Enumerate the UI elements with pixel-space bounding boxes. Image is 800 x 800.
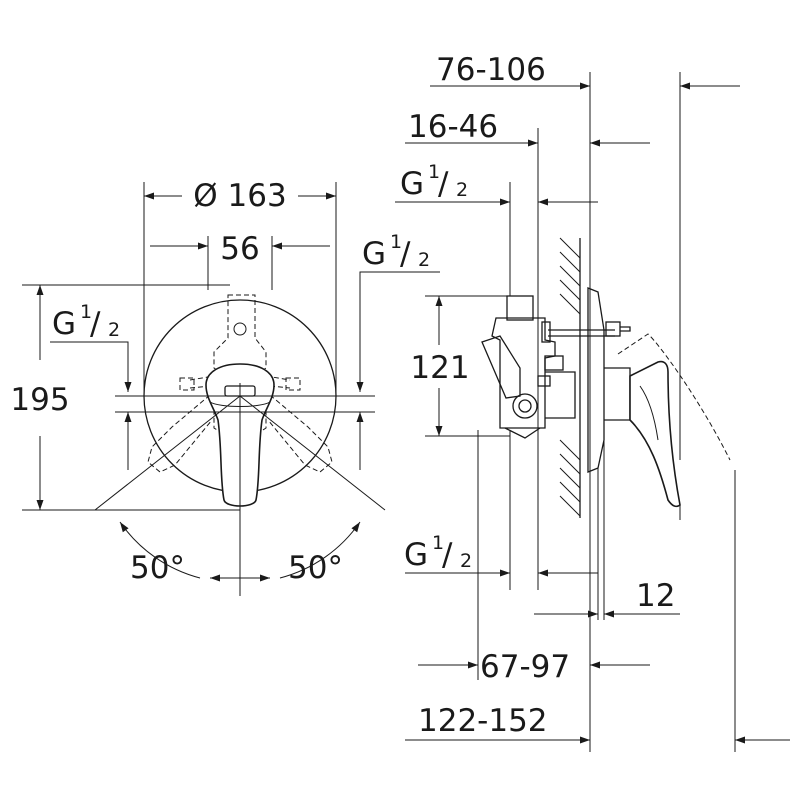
label-diameter: Ø 163 <box>193 178 286 214</box>
label-right-connection: G <box>362 236 386 272</box>
label-right-connection-num: 1 <box>390 231 402 253</box>
label-side-bottom-connection-slash: / <box>442 537 453 573</box>
label-angle-left: 50° <box>130 550 185 586</box>
label-left-connection-num: 1 <box>80 301 92 323</box>
wall-section <box>559 237 581 518</box>
label-depth-4: 122-152 <box>418 703 548 739</box>
label-angle-right: 50° <box>288 550 343 586</box>
label-right-connection-den: 2 <box>418 249 430 271</box>
label-side-top-connection-num: 1 <box>428 161 440 183</box>
label-offset: 12 <box>636 578 675 614</box>
valve-body <box>481 295 631 439</box>
label-depth-3: 67-97 <box>480 649 570 685</box>
dim-right-connection <box>240 271 440 470</box>
dim-body-height <box>425 295 510 437</box>
label-left-connection: G <box>52 306 76 342</box>
label-height: 195 <box>10 382 69 418</box>
dim-angles <box>94 395 386 582</box>
label-side-top-connection-slash: / <box>438 166 449 202</box>
side-handle <box>604 333 731 508</box>
label-side-top-connection-den: 2 <box>456 179 468 201</box>
label-side-bottom-connection: G <box>404 537 428 573</box>
label-depth-2: 16-46 <box>408 109 498 145</box>
dim-height <box>22 284 240 511</box>
side-view <box>395 72 790 752</box>
label-center-distance: 56 <box>220 231 259 267</box>
label-right-connection-slash: / <box>400 236 411 272</box>
dim-diameter <box>143 182 337 396</box>
label-body-height: 121 <box>410 350 469 386</box>
dim-center-distance <box>150 236 330 290</box>
label-depth-1: 76-106 <box>436 52 546 88</box>
label-left-connection-slash: / <box>90 306 101 342</box>
front-view <box>22 182 440 596</box>
label-side-bottom-connection-den: 2 <box>460 550 472 572</box>
label-side-bottom-connection-num: 1 <box>432 532 444 554</box>
label-left-connection-den: 2 <box>108 319 120 341</box>
label-side-top-connection: G <box>400 166 424 202</box>
labels: Ø 163 56 195 G 1 / 2 G 1 / 2 50° 50° 76-… <box>10 52 675 739</box>
